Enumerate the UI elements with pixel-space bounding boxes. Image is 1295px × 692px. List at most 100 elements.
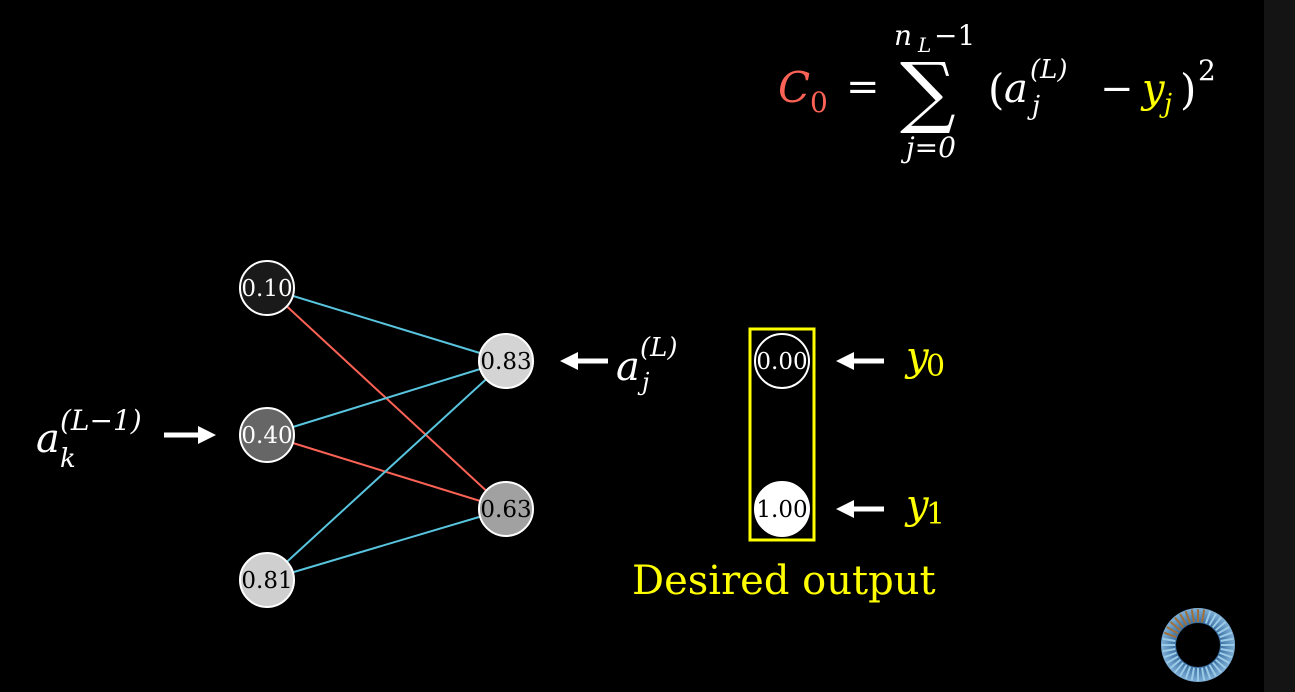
- logo-spoke: [1166, 655, 1179, 664]
- logo-spoke: [1201, 667, 1206, 681]
- prev-layer-neuron-2: 0.81: [239, 552, 295, 608]
- desired-neuron-circle: [754, 481, 810, 537]
- left-arrow-icon: [560, 352, 608, 370]
- pi-creature-eye-icon: [1161, 608, 1235, 682]
- prev-layer-label: a (L−1) k: [36, 404, 142, 474]
- desired-neuron-circle: [754, 333, 810, 389]
- cost-index: 0: [810, 86, 828, 119]
- output-layer-neuron-circle: [478, 333, 534, 389]
- logo-spoke: [1174, 616, 1184, 629]
- logo-spoke: [1217, 655, 1230, 664]
- logo-spoke: [1214, 621, 1227, 631]
- output-layer-label: a (L) j: [616, 333, 678, 396]
- logo-spoke: [1166, 626, 1179, 635]
- output-layer-neuron-value: 0.83: [480, 349, 531, 375]
- output-layer-neuron-1: 0.63: [478, 481, 534, 537]
- desired-neuron-value: 0.00: [756, 349, 807, 375]
- target-0-sub: 0: [926, 349, 945, 384]
- activation-symbol: a: [1004, 66, 1028, 112]
- weight-line-2-1: [266, 508, 507, 581]
- logo-spoke: [1204, 666, 1212, 680]
- weight-connections: [266, 287, 507, 581]
- sum-lower: j=0: [900, 131, 956, 164]
- logo-spoke: [1219, 631, 1233, 639]
- prev-layer-neuron-0: 0.10: [239, 260, 295, 316]
- weight-line-2-0: [266, 360, 507, 581]
- logo-spoke: [1220, 648, 1234, 653]
- logo-spoke: [1169, 621, 1182, 631]
- logo-spoke: [1220, 637, 1234, 642]
- right-arrow-icon: [164, 426, 216, 444]
- cost-symbol: C: [778, 63, 810, 112]
- logo-spoke: [1163, 631, 1177, 639]
- logo-spoke: [1162, 637, 1176, 642]
- target-0-arrow-icon: [836, 352, 884, 370]
- minus-sign: −: [1100, 66, 1134, 112]
- logo-spoke: [1190, 667, 1195, 681]
- logo-spoke: [1179, 613, 1188, 626]
- sum-symbol: ∑: [900, 47, 956, 137]
- logo-spoke: [1174, 661, 1184, 674]
- exponent: 2: [1198, 54, 1216, 87]
- prev-layer-neuron-circle: [239, 407, 295, 463]
- desired-neuron-value: 1.00: [756, 497, 807, 523]
- target-1-sub: 1: [926, 497, 945, 532]
- prev-activation-symbol: a: [36, 416, 60, 462]
- output-layer-neuron-circle: [478, 481, 534, 537]
- target-symbol: y: [1140, 66, 1166, 112]
- logo-spoke: [1204, 610, 1212, 624]
- target-0-label: y 0: [904, 334, 945, 384]
- sum-upper-rest: −1: [934, 19, 975, 52]
- prev-layer-neuron-circle: [239, 260, 295, 316]
- prev-layer-neuron-value: 0.40: [241, 423, 292, 449]
- weight-line-1-1: [266, 434, 507, 510]
- activation-super: (L): [1030, 55, 1068, 85]
- target-1-symbol: y: [904, 482, 930, 528]
- output-layer-neuron-0: 0.83: [478, 333, 534, 389]
- sum-upper-n: n: [894, 19, 912, 52]
- weight-line-0-0: [266, 287, 507, 362]
- desired-neuron-0: 0.00: [754, 333, 810, 389]
- output-layer-neurons: 0.83 0.63: [478, 333, 534, 537]
- target-0-symbol: y: [904, 334, 930, 380]
- target-1-arrow-icon: [836, 500, 884, 518]
- output-layer-neuron-value: 0.63: [480, 497, 531, 523]
- logo-spoke: [1162, 648, 1176, 653]
- prev-layer-neuron-value: 0.81: [241, 568, 292, 594]
- logo-spoke: [1190, 609, 1195, 623]
- logo-spoke: [1208, 613, 1217, 626]
- cost-formula: C 0 = n L −1 ∑ j=0 ( a (L) j − y j ) 2: [778, 19, 1216, 164]
- target-1-label: y 1: [904, 482, 945, 532]
- logo-spoke: [1169, 659, 1182, 669]
- logo-spoke: [1163, 651, 1177, 659]
- logo-spoke: [1212, 616, 1222, 629]
- weight-line-1-0: [266, 360, 507, 436]
- desired-output-box: [748, 327, 816, 542]
- activation-sub: j: [1027, 91, 1040, 121]
- logo-spoke: [1208, 664, 1217, 677]
- logo-spoke: [1201, 609, 1206, 623]
- logo-spoke: [1219, 651, 1233, 659]
- sum-upper-sub: L: [917, 33, 931, 57]
- logo-spoke: [1217, 626, 1230, 635]
- desired-output-caption: Desired output: [632, 558, 936, 604]
- logo-spoke: [1184, 666, 1192, 680]
- desired-neuron-1: 1.00: [754, 481, 810, 537]
- logo-spoke: [1212, 661, 1222, 674]
- logo-spoke: [1214, 659, 1227, 669]
- prev-layer-neuron-circle: [239, 552, 295, 608]
- logo-spoke: [1179, 664, 1188, 677]
- output-activation-symbol: a: [616, 344, 640, 390]
- prev-activation-sub: k: [60, 444, 76, 474]
- prev-layer-neuron-1: 0.40: [239, 407, 295, 463]
- open-paren: (: [988, 65, 1004, 114]
- output-activation-super: (L): [640, 333, 678, 363]
- prev-layer-neuron-value: 0.10: [241, 276, 292, 302]
- prev-activation-super: (L−1): [60, 404, 142, 437]
- desired-output-neurons: 0.00 1.00: [754, 333, 810, 537]
- equals-sign: =: [846, 64, 880, 110]
- right-edge-strip: [1264, 0, 1295, 692]
- previous-layer-neurons: 0.10 0.40 0.81: [239, 260, 295, 608]
